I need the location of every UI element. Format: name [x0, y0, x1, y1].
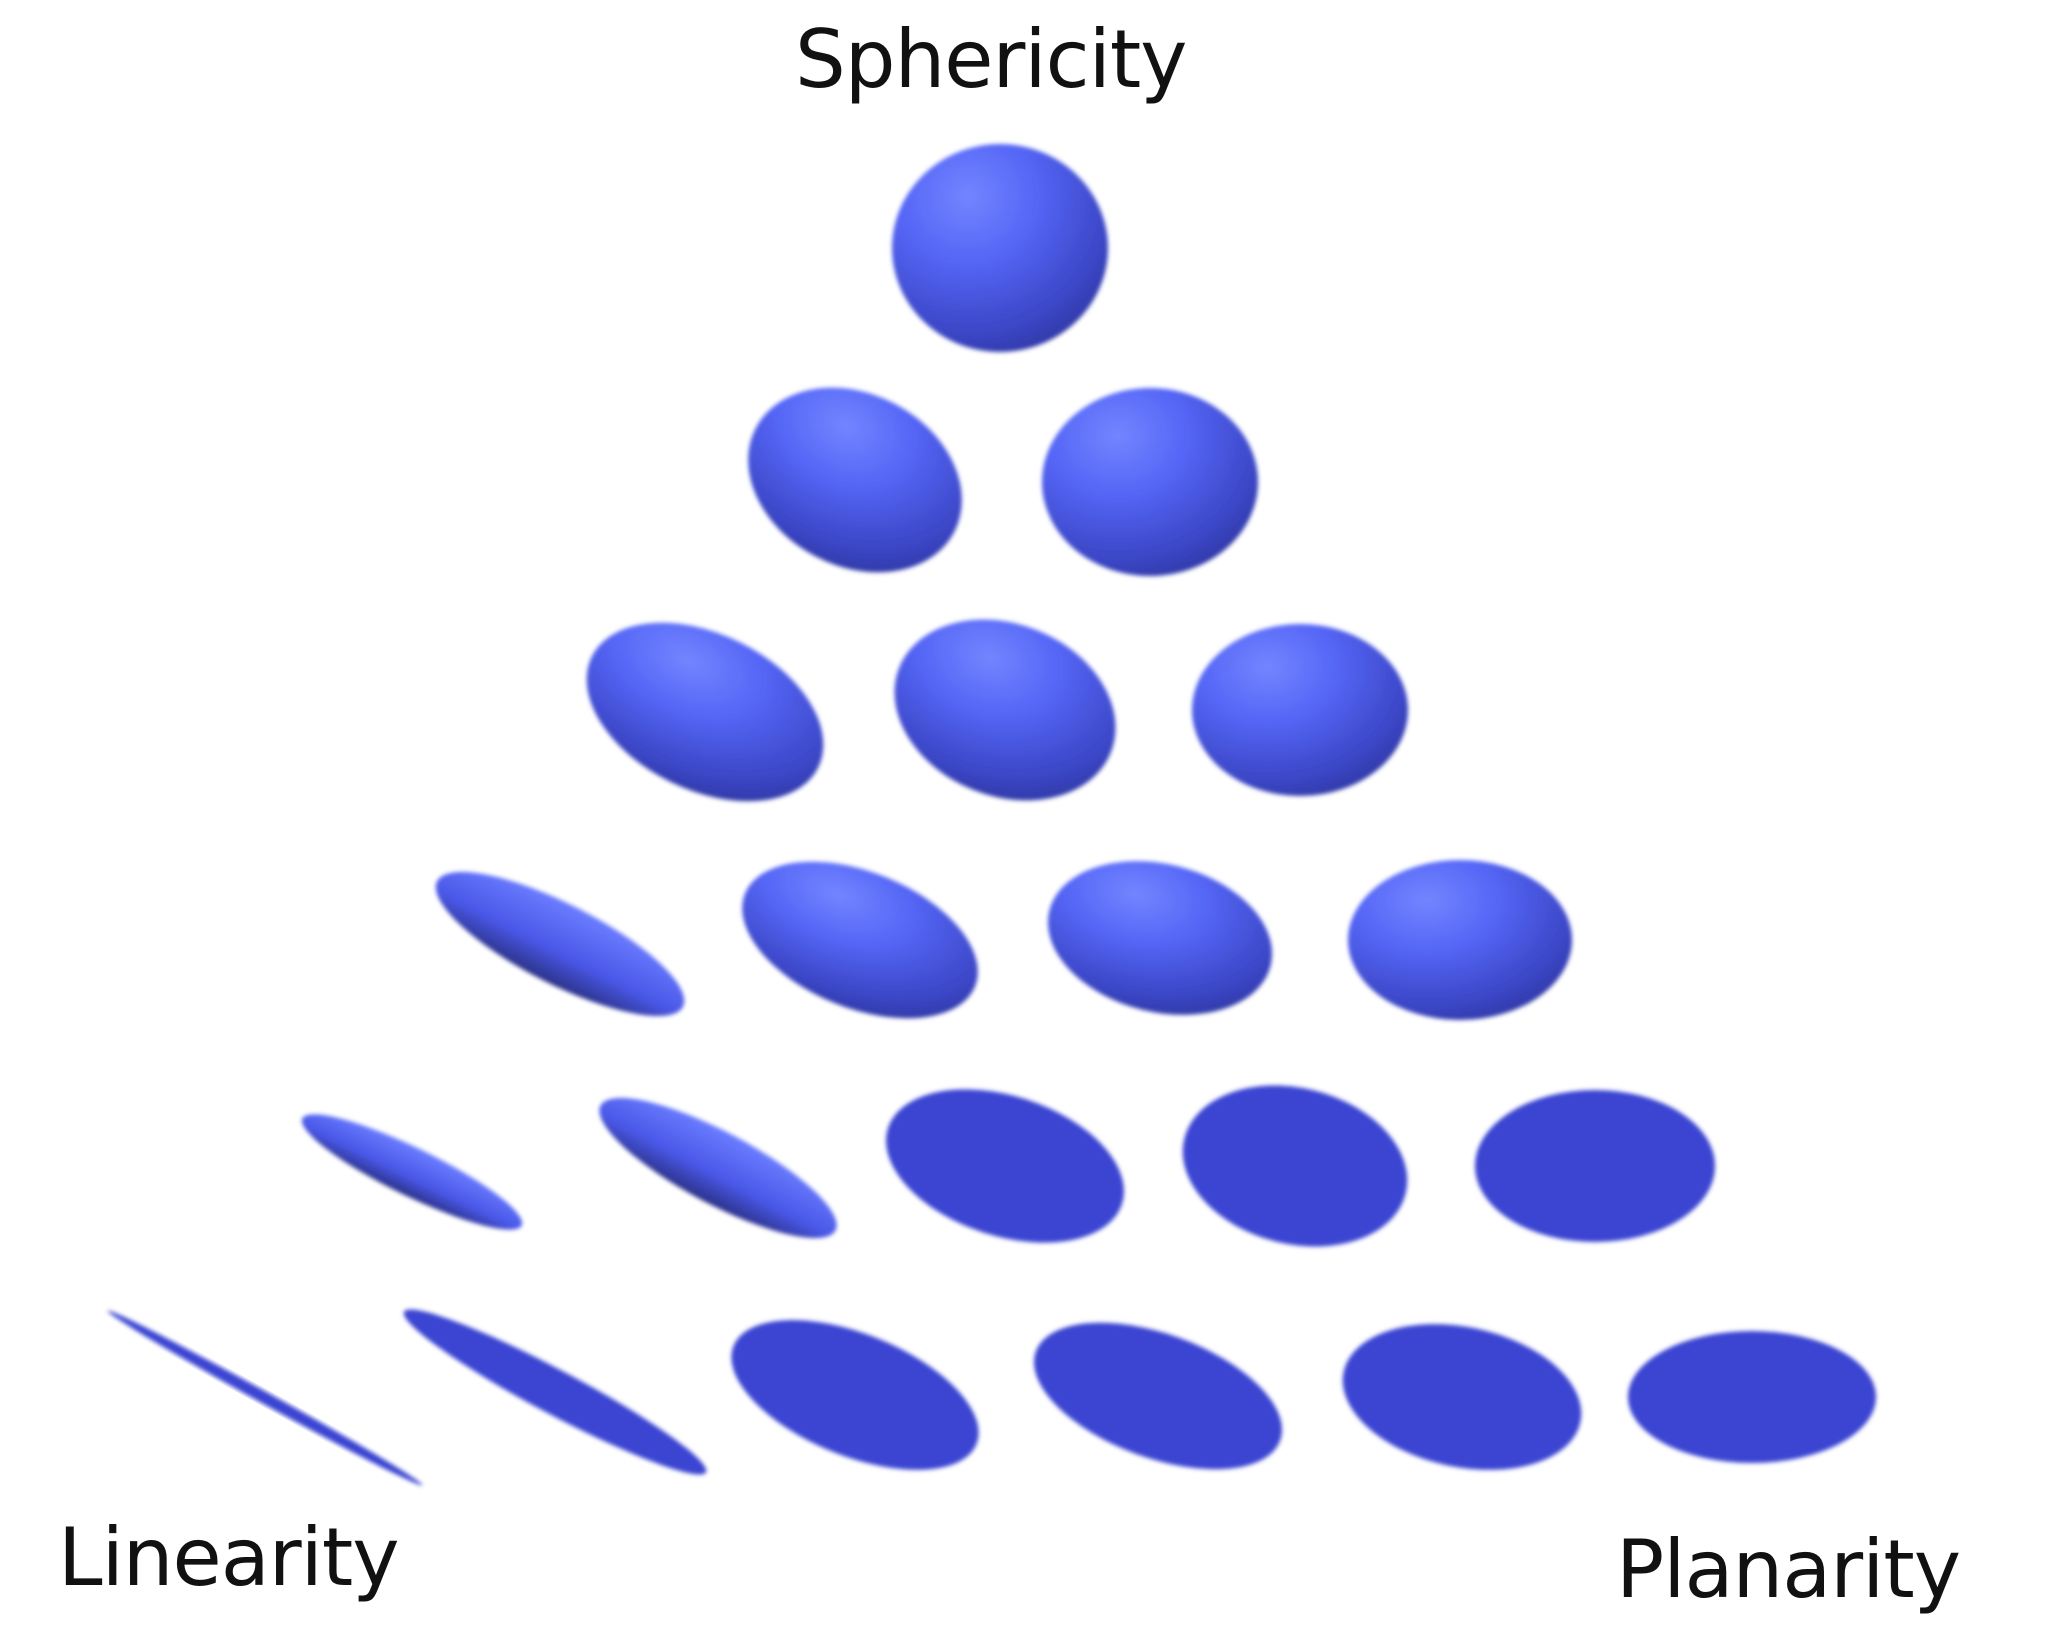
ellipsoid-r3-c1	[586, 622, 824, 802]
ellipsoid-r6-c1	[107, 1310, 423, 1486]
ellipsoid-row-4	[435, 860, 1572, 1020]
ellipsoid-r4-c2	[742, 861, 978, 1019]
linearity-label: Linearity	[58, 1511, 400, 1604]
ellipsoid-r2-c2	[1042, 388, 1258, 576]
ellipsoid-row-1	[892, 144, 1108, 352]
ellipsoid-r5-c2	[599, 1097, 837, 1239]
ellipsoid-r4-c4	[1348, 860, 1572, 1020]
ellipsoid-r6-c4	[1034, 1322, 1282, 1470]
ellipsoid-r2-c1	[748, 387, 962, 573]
ellipsoid-row-5	[301, 1085, 1715, 1247]
ellipsoid-r6-c2	[403, 1309, 707, 1475]
sphericity-label: Sphericity	[795, 13, 1188, 106]
ellipsoid-row-3	[586, 619, 1408, 802]
ellipsoid-grid	[107, 144, 1876, 1486]
ellipsoid-r4-c1	[435, 871, 685, 1017]
planarity-label: Planarity	[1616, 1523, 1961, 1616]
ellipsoid-row-2	[748, 387, 1258, 576]
ellipsoid-r1-c1	[892, 144, 1108, 352]
ellipsoid-r6-c5	[1342, 1324, 1582, 1470]
ellipsoid-r3-c2	[894, 619, 1116, 801]
ellipsoid-r6-c3	[731, 1320, 979, 1470]
ellipsoid-r3-c3	[1192, 624, 1408, 796]
ellipsoid-r5-c4	[1182, 1085, 1408, 1247]
ellipsoid-r5-c5	[1475, 1090, 1715, 1242]
ellipsoid-r5-c1	[301, 1114, 523, 1230]
ellipsoid-r5-c3	[886, 1089, 1124, 1243]
ellipsoid-r4-c3	[1047, 861, 1273, 1015]
ellipsoid-row-6	[107, 1309, 1876, 1486]
ellipsoid-r6-c6	[1628, 1331, 1876, 1463]
